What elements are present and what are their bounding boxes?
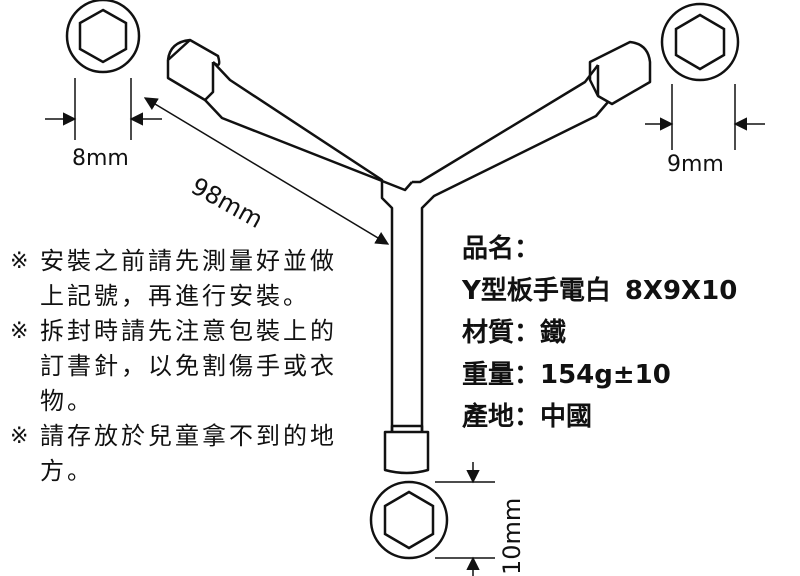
spec-name-value: Y型板手電白 xyxy=(462,276,611,306)
dimension-9mm-label: 9mm xyxy=(667,152,724,177)
note-mark: ※ xyxy=(10,249,29,274)
note-item: ※ 安裝之前請先測量好並做上記號，再進行安裝。 xyxy=(10,244,350,314)
note-text: 安裝之前請先測量好並做上記號，再進行安裝。 xyxy=(40,247,337,310)
note-text: 拆封時請先注意包裝上的訂書針，以免割傷手或衣物。 xyxy=(40,317,337,415)
spec-name-row: Y型板手電白 8X9X10 xyxy=(462,270,737,312)
spec-name-label: 品名： xyxy=(462,234,541,264)
spec-model-code: 8X9X10 xyxy=(624,276,738,306)
note-item: ※ 拆封時請先注意包裝上的訂書針，以免割傷手或衣物。 xyxy=(10,314,350,419)
dimension-lines xyxy=(45,78,765,576)
socket-8mm-view xyxy=(65,0,141,74)
note-mark: ※ xyxy=(10,319,29,344)
socket-10mm-view xyxy=(369,480,449,560)
spec-weight: 重量：154g±10 xyxy=(462,360,671,390)
note-item: ※ 請存放於兒童拿不到的地方。 xyxy=(10,419,350,489)
spec-material: 材質：鐵 xyxy=(462,318,567,348)
caution-notes: ※ 安裝之前請先測量好並做上記號，再進行安裝。 ※ 拆封時請先注意包裝上的訂書針… xyxy=(10,244,350,489)
dimension-8mm-label: 8mm xyxy=(72,146,129,171)
note-text: 請存放於兒童拿不到的地方。 xyxy=(40,422,337,485)
note-mark: ※ xyxy=(10,424,29,449)
dimension-10mm-label: 10mm xyxy=(498,497,526,575)
product-specs: 品名： Y型板手電白 8X9X10 材質：鐵 重量：154g±10 產地：中國 xyxy=(462,228,737,438)
socket-9mm-view xyxy=(660,2,740,82)
spec-origin: 產地：中國 xyxy=(462,402,593,432)
